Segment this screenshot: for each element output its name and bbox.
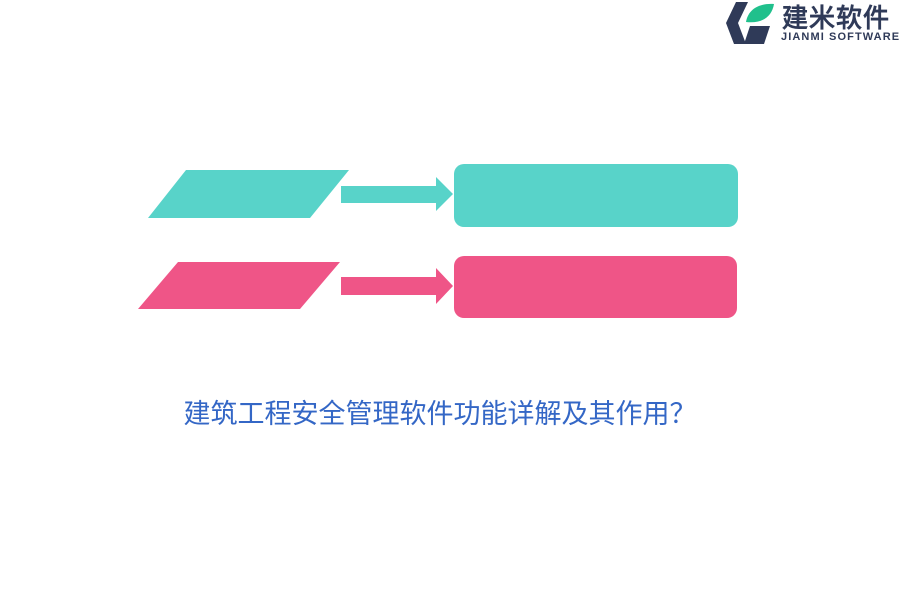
pink-parallelogram <box>138 262 340 309</box>
pink-arrow-right-icon <box>341 268 453 304</box>
brand-name-english: JIANMI SOFTWARE <box>781 31 900 43</box>
teal-arrow-right-icon <box>341 177 453 211</box>
teal-parallelogram <box>148 170 349 218</box>
brand-logo: 建米软件 JIANMI SOFTWARE <box>724 0 900 48</box>
teal-rounded-box <box>454 164 738 227</box>
jianmi-logo-icon <box>726 2 774 44</box>
brand-name-chinese: 建米软件 <box>782 4 891 34</box>
page-title: 建筑工程安全管理软件功能详解及其作用？ <box>183 399 697 430</box>
pink-rounded-box <box>454 256 737 318</box>
